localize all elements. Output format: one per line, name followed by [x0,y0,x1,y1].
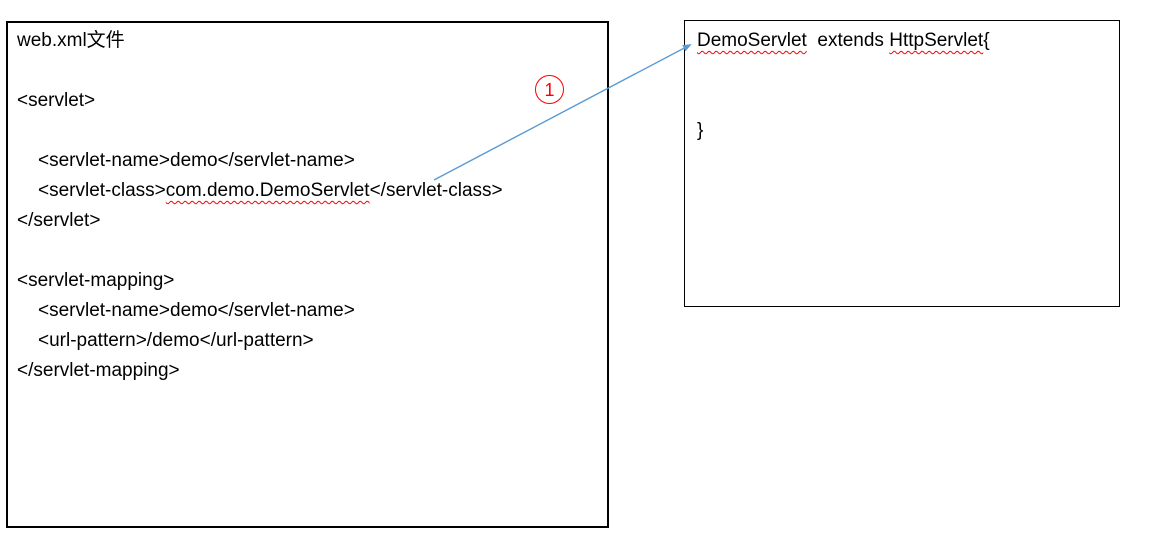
blank-line [17,236,599,266]
servlet-class-value: com.demo.DemoServlet [165,180,370,201]
servlet-mapping-open-tag: <servlet-mapping> [17,270,175,291]
webxml-box: web.xml文件 <servlet> <servlet-name>demo</… [6,21,609,528]
servlet-class-suffix: </servlet-class> [369,180,503,201]
blank-line [697,86,1111,116]
closing-brace: } [697,120,704,141]
servlet-class-prefix: <servlet-class> [38,180,166,201]
blank-line [17,56,599,86]
blank-line [697,56,1111,86]
superclass-name: HttpServlet [889,30,984,51]
class-name: DemoServlet [697,30,807,51]
step-1-badge: 1 [535,75,564,104]
class-declaration-line: DemoServlet extends HttpServlet{ [697,26,1111,56]
step-number: 1 [544,79,555,100]
mapping-servlet-name-line: <servlet-name>demo</servlet-name> [38,300,355,321]
open-brace: { [983,30,990,51]
servlet-class-line: <servlet-class>com.demo.DemoServlet</ser… [17,176,599,206]
servlet-open-tag: <servlet> [17,90,96,111]
extends-keyword: extends [806,30,890,51]
blank-line [17,116,599,146]
servlet-close-tag: </servlet> [17,210,101,231]
servlet-name-line: <servlet-name>demo</servlet-name> [38,150,355,171]
url-pattern-line: <url-pattern>/demo</url-pattern> [38,330,314,351]
webxml-title: web.xml文件 [17,30,125,51]
servlet-mapping-close-tag: </servlet-mapping> [17,360,180,381]
servlet-class-box: DemoServlet extends HttpServlet{ } [684,20,1120,307]
